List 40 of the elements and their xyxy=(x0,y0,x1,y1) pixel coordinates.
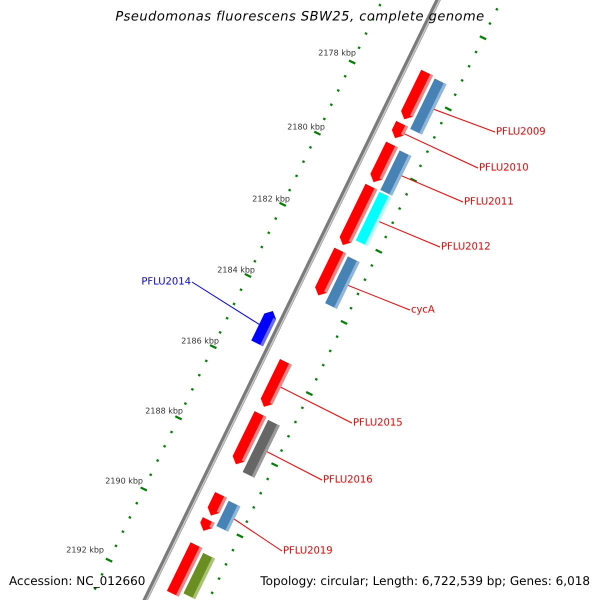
gene-feature xyxy=(200,517,215,531)
tick-label: 2180 kbp xyxy=(287,122,325,132)
tick-label: 2182 kbp xyxy=(252,194,290,204)
tick-label: 2192 kbp xyxy=(66,545,104,555)
gene-label: cycA xyxy=(411,304,435,316)
genome-info-text: Topology: circular; Length: 6,722,539 bp; Genes: 6,018 xyxy=(260,575,590,589)
gene-label: PFLU2009 xyxy=(496,126,546,138)
leader-line xyxy=(404,133,478,168)
gene-feature xyxy=(260,359,292,407)
gene-label: PFLU2011 xyxy=(464,196,514,208)
gene-bar xyxy=(216,500,240,532)
tick-label: 2188 kbp xyxy=(145,406,183,416)
tick-label: 2190 kbp xyxy=(105,476,143,486)
leader-line xyxy=(378,221,440,248)
gene-bar xyxy=(242,420,280,478)
gene-label: PFLU2010 xyxy=(479,162,529,174)
gene-label: PFLU2015 xyxy=(353,417,403,429)
gene-bar xyxy=(183,552,215,600)
accession-text: Accession: NC_012660 xyxy=(9,575,146,589)
leader-line xyxy=(280,386,352,424)
gene-bar xyxy=(356,192,392,246)
gene-feature xyxy=(208,492,227,516)
leader-line xyxy=(401,175,464,202)
leader-line xyxy=(192,282,260,325)
leader-line xyxy=(434,108,496,132)
gene-feature xyxy=(392,120,408,138)
leader-line xyxy=(234,518,282,552)
gene-label: PFLU2014 xyxy=(141,276,191,288)
gene-label: PFLU2019 xyxy=(283,545,333,557)
gene-bar xyxy=(325,256,360,309)
gene-label: PFLU2016 xyxy=(323,474,373,486)
gene-bar xyxy=(380,150,412,196)
diagram-title: Pseudomonas fluorescens SBW25, complete genome xyxy=(115,10,485,26)
tick-label: 2186 kbp xyxy=(181,336,219,346)
gene-label: PFLU2012 xyxy=(441,241,491,253)
tick-label: 2184 kbp xyxy=(217,265,255,275)
gene-bar xyxy=(410,78,446,135)
leader-line xyxy=(266,451,322,480)
tick-label: 2178 kbp xyxy=(318,48,356,58)
gene-feature xyxy=(251,311,276,346)
